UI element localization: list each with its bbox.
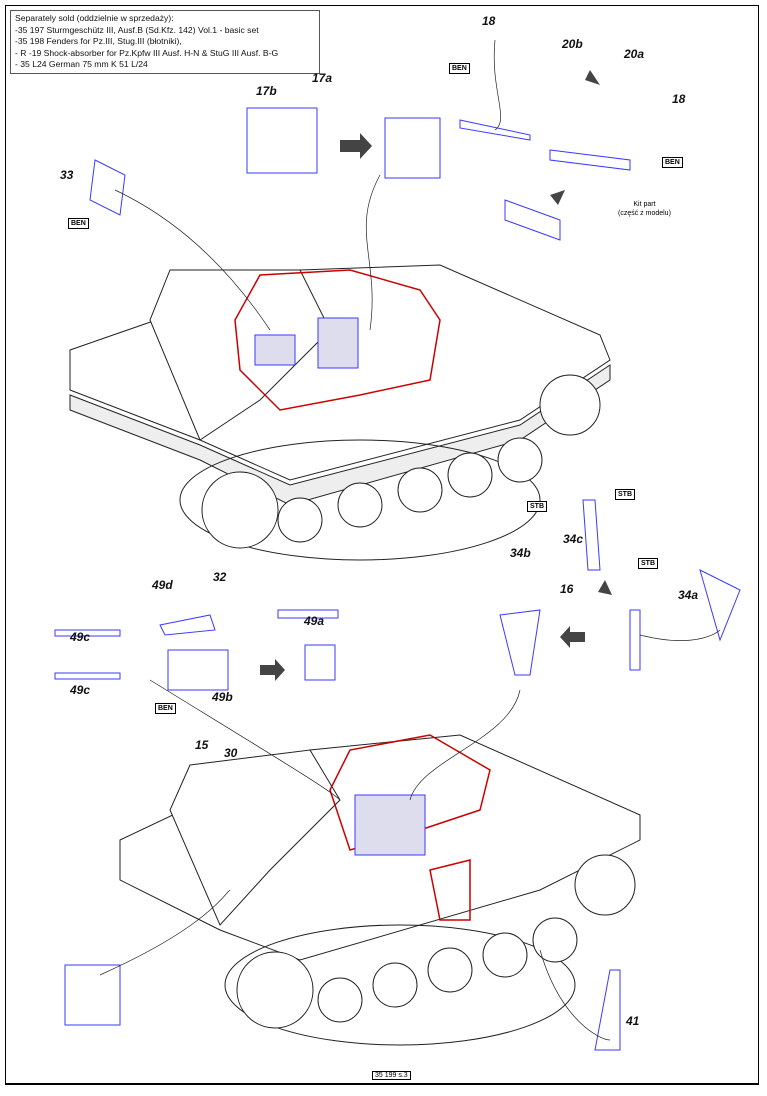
ben-tag: BEN: [155, 703, 176, 714]
etched-parts: [54, 107, 741, 1051]
info-title: Separately sold (oddzielnie w sprzedaży)…: [15, 13, 174, 23]
page-number: 35 199 s.3: [372, 1071, 411, 1080]
part-label: 34c: [563, 532, 584, 546]
part-label: 49c: [70, 630, 91, 644]
kit-part-line2: (część z modelu): [618, 210, 671, 217]
part-label: 17b: [256, 84, 277, 98]
kit-part-line1: Kit part: [633, 201, 656, 208]
highlight-outline-upper: [234, 269, 441, 411]
part-label: 49c: [70, 683, 91, 697]
part-label: 34a: [678, 588, 699, 602]
part-label: 49a: [304, 614, 325, 628]
separately-sold-box: Separately sold (oddzielnie w sprzedaży)…: [10, 10, 320, 74]
part-label: 16: [560, 582, 574, 596]
stb-tag: STB: [527, 501, 547, 512]
info-line: -35 198 Fenders for Pz.III, Stug.III (bł…: [15, 36, 182, 46]
part-label: 34b: [510, 546, 531, 560]
part-label: 20a: [624, 47, 645, 61]
info-line: - 35 L24 German 75 mm K 51 L/24: [15, 59, 148, 69]
stb-tag: STB: [638, 558, 658, 569]
part-label: 49d: [152, 578, 173, 592]
part-label: 15: [195, 738, 209, 752]
part-label: 49b: [212, 690, 233, 704]
leader-lines: [99, 39, 721, 1041]
ben-tag: BEN: [68, 218, 89, 229]
part-label: 41: [626, 1014, 640, 1028]
part-label: 18: [672, 92, 686, 106]
part-label: 33: [60, 168, 74, 182]
part-label: 32: [213, 570, 227, 584]
part-label: 18: [482, 14, 496, 28]
divider: [5, 1083, 759, 1084]
ben-tag: BEN: [662, 157, 683, 168]
page-frame: [5, 5, 759, 1085]
part-label: 30: [224, 746, 238, 760]
tank-lower-illustration: [119, 734, 641, 1046]
direction-arrows: [260, 70, 612, 681]
part-label: 20b: [562, 37, 583, 51]
part-label: 17a: [312, 71, 333, 85]
info-line: - R -19 Shock-absorber for Pz.Kpfw III A…: [15, 47, 279, 58]
kit-part-note: Kit part (część z modelu): [618, 200, 671, 218]
ben-tag: BEN: [449, 63, 470, 74]
info-line: -35 197 Sturmgeschütz III, Ausf.B (Sd.Kf…: [15, 24, 259, 35]
stb-tag: STB: [615, 489, 635, 500]
tank-upper-illustration: [69, 264, 611, 561]
